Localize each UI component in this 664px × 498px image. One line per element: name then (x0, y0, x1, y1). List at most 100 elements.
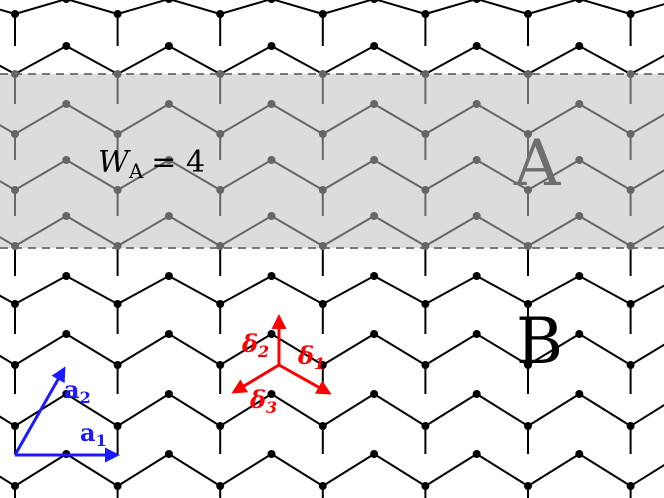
lattice-site (113, 361, 122, 369)
zigzag-bond (117, 393, 170, 427)
lattice-site (524, 361, 532, 369)
zigzag-bond (168, 45, 221, 75)
zigzag-bond (14, 0, 67, 15)
lattice-site (370, 156, 379, 164)
lattice-site (318, 10, 327, 18)
lattice-site (370, 42, 379, 50)
zigzag-bond (322, 333, 375, 366)
region-a-label: A (513, 127, 561, 201)
zigzag-bond (0, 415, 16, 427)
zigzag-bond (14, 275, 67, 305)
zigzag-bond (65, 453, 119, 487)
lattice-site (267, 390, 276, 398)
zigzag-bond (527, 333, 580, 366)
zigzag-bond (527, 393, 580, 427)
zigzag-bond (322, 103, 375, 135)
zigzag-bond (578, 45, 632, 75)
zigzag-bond (476, 275, 529, 305)
lattice-site (62, 330, 71, 338)
zigzag-bond (476, 393, 529, 427)
zigzag-bond (630, 169, 664, 191)
zigzag-bond (168, 0, 221, 15)
lattice-site (113, 482, 122, 490)
lattice-site (524, 300, 532, 308)
zigzag-bond (14, 333, 67, 366)
zigzag-bond (578, 103, 632, 135)
lattice-site (113, 300, 122, 308)
lattice-site (318, 482, 327, 490)
lattice-site (216, 242, 225, 250)
lattice-site (626, 186, 635, 194)
lattice-site (472, 100, 481, 108)
lattice-site (216, 300, 225, 308)
lattice-site (626, 242, 635, 250)
zigzag-bond (630, 3, 664, 15)
lattice-site (626, 361, 635, 369)
zigzag-bond (66, 0, 118, 15)
lattice-site (524, 70, 532, 78)
lattice-site (164, 212, 173, 220)
lattice-site (318, 70, 327, 78)
zigzag-bond (270, 215, 324, 247)
zigzag-bond (219, 453, 273, 487)
lattice-site (216, 361, 225, 369)
zigzag-bond (0, 294, 16, 305)
zigzag-bond (424, 45, 478, 75)
zigzag-bond (117, 103, 170, 135)
lattice-site (421, 70, 430, 78)
lattice-site (165, 0, 173, 3)
lattice-site (267, 156, 276, 164)
a2-sub: 2 (80, 388, 91, 407)
lattice-site (164, 156, 173, 164)
zigzag-bond (168, 333, 221, 366)
lattice-site (11, 482, 19, 490)
nn-vector-d2-label: δ2 (241, 329, 269, 361)
lattice-vector-a2-label: a2 (64, 375, 91, 407)
zigzag-bond (373, 45, 426, 75)
lattice-site (11, 422, 19, 430)
lattice-site (216, 422, 225, 430)
d1-base: δ (297, 341, 314, 370)
lattice-vector-a2-arrow (13, 366, 66, 456)
lattice-site (267, 42, 276, 50)
lattice-site (626, 10, 635, 18)
lattice-site (575, 390, 584, 398)
zigzag-bond (373, 393, 426, 427)
lattice-site (216, 482, 225, 490)
lattice-site (216, 70, 225, 78)
zigzag-bond (322, 215, 375, 247)
zigzag-bond (527, 103, 580, 135)
zigzag-bond (322, 275, 375, 305)
zigzag-bond (65, 275, 119, 305)
lattice-site (370, 0, 378, 3)
zigzag-bond (578, 159, 632, 191)
lattice-site (370, 450, 379, 458)
lattice-site (575, 42, 584, 50)
zigzag-bond (0, 124, 16, 135)
zigzag-bond (14, 159, 67, 191)
lattice-site (626, 130, 635, 138)
lattice-site (11, 300, 19, 308)
lattice-site (216, 186, 225, 194)
lattice-site (11, 130, 19, 138)
zigzag-bond (476, 159, 529, 191)
zigzag-bond (630, 284, 664, 305)
lattice-site (421, 130, 430, 138)
zigzag-bond (425, 0, 477, 15)
zigzag-bond (373, 275, 426, 305)
lattice-site (318, 242, 327, 250)
lattice-site (164, 390, 173, 398)
width-subscript: A (128, 159, 144, 183)
lattice-site (421, 422, 430, 430)
zigzag-bond (373, 333, 426, 366)
zigzag-bond (65, 333, 119, 366)
zigzag-bond (630, 113, 664, 135)
width-value: = 4 (151, 145, 205, 180)
lattice-site (370, 272, 379, 280)
lattice-site (626, 70, 635, 78)
lattice-site (113, 422, 122, 430)
lattice-site (318, 422, 327, 430)
lattice-site (575, 450, 584, 458)
zigzag-bond (578, 393, 632, 427)
